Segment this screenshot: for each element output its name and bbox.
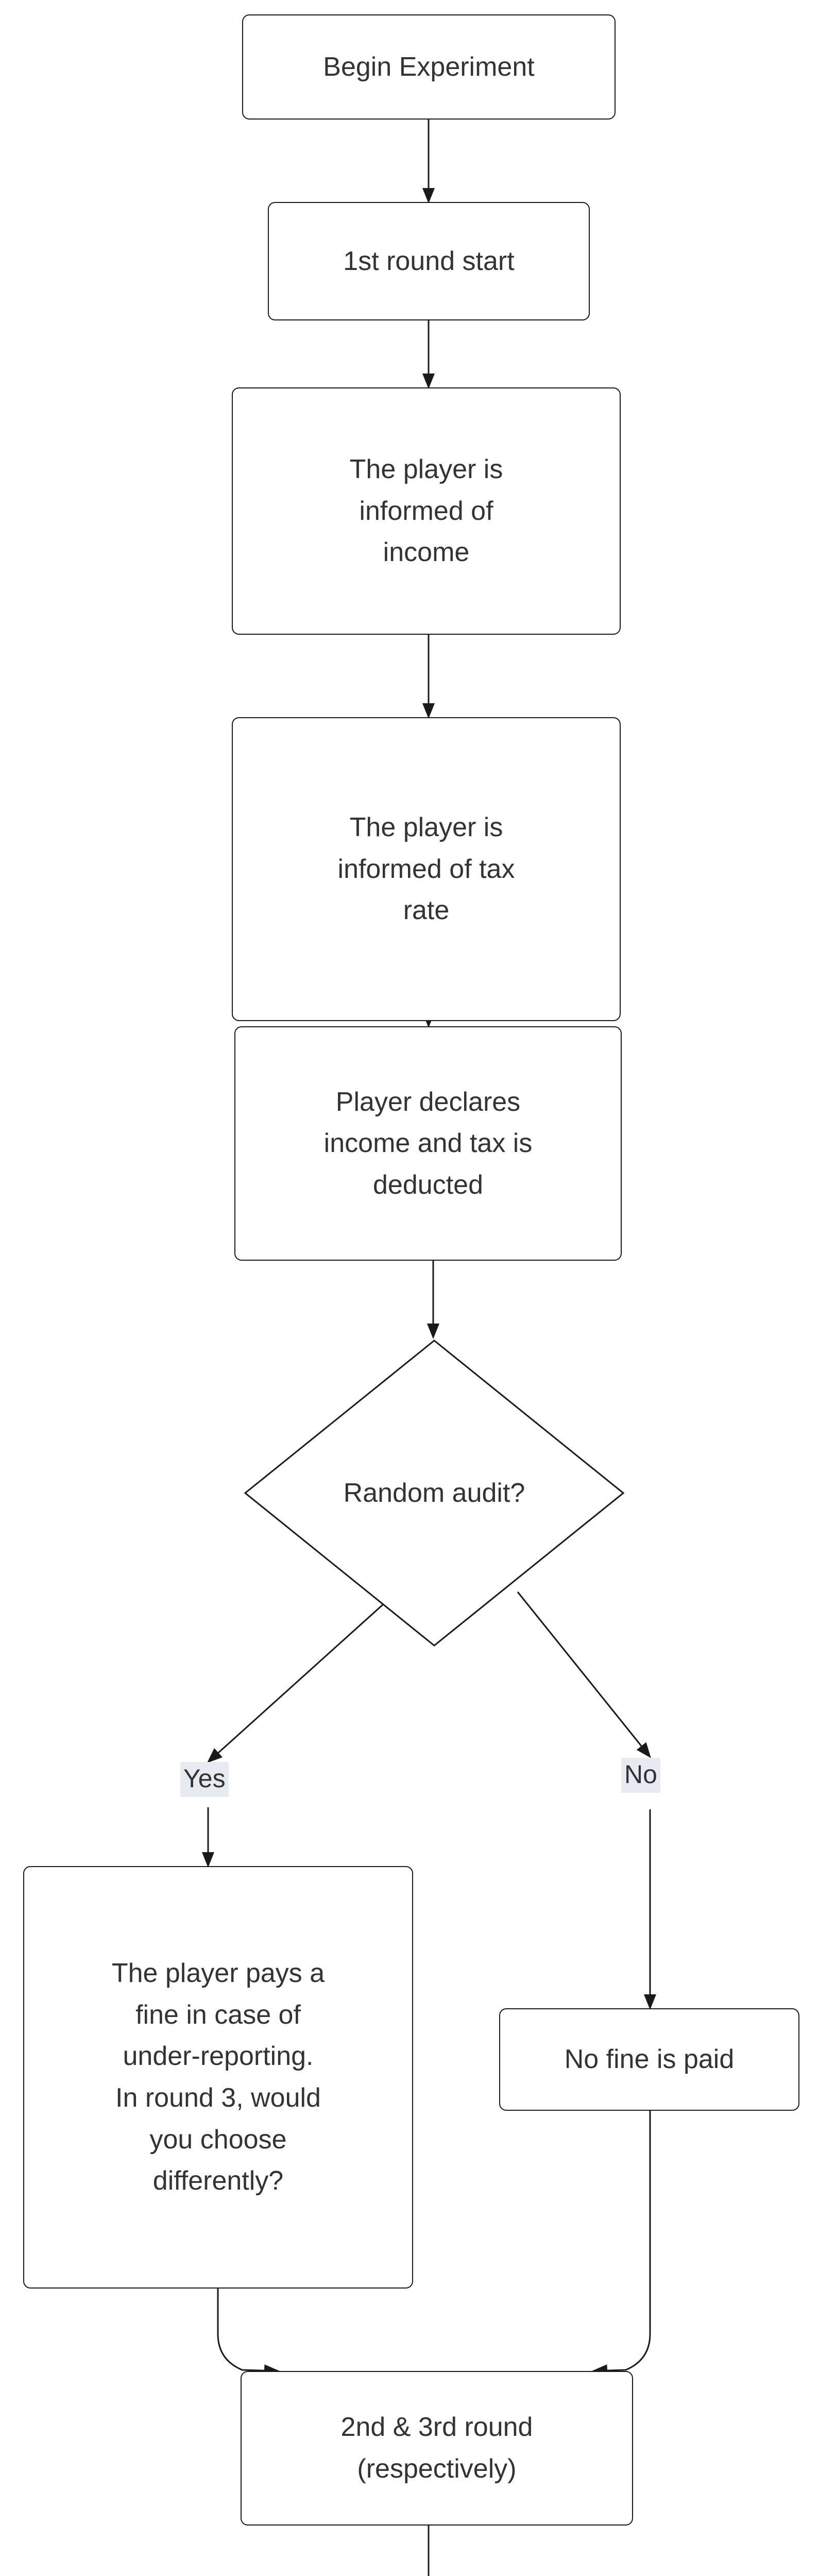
node-player-pays-fine-label: The player pays a fine in case of under-… — [111, 1958, 325, 2196]
node-first-round-start[interactable]: 1st round start — [268, 202, 590, 320]
edge-no-fine-to-rounds23 — [592, 2111, 651, 2377]
edge-label-no: No — [621, 1758, 660, 1793]
node-second-and-third-round-label: 2nd & 3rd round (respectively) — [340, 2412, 533, 2484]
node-begin-experiment[interactable]: Begin Experiment — [242, 14, 616, 120]
diamond-shape — [244, 1340, 624, 1647]
node-no-fine-is-paid-label: No fine is paid — [564, 2044, 735, 2075]
node-informed-of-income-label: The player is informed of income — [349, 454, 503, 568]
node-informed-of-tax-rate[interactable]: The player is informed of tax rate — [232, 717, 621, 1021]
node-random-audit-decision-label: Random audit? — [343, 1478, 525, 1508]
node-begin-experiment-label: Begin Experiment — [323, 52, 535, 82]
node-first-round-start-label: 1st round start — [343, 246, 515, 276]
node-player-declares-income-label: Player declares income and tax is deduct… — [323, 1087, 533, 1200]
node-player-pays-fine[interactable]: The player pays a fine in case of under-… — [23, 1866, 413, 2289]
edge-audit-yes-branch — [207, 1594, 395, 1764]
edge-label-yes-text: Yes — [183, 1764, 226, 1793]
node-second-and-third-round[interactable]: 2nd & 3rd round (respectively) — [241, 2371, 633, 2526]
node-player-declares-income[interactable]: Player declares income and tax is deduct… — [234, 1026, 622, 1261]
edge-fine-to-rounds23 — [217, 2289, 280, 2377]
node-no-fine-is-paid[interactable]: No fine is paid — [499, 2008, 799, 2111]
node-informed-of-income[interactable]: The player is informed of income — [232, 387, 621, 635]
node-informed-of-tax-rate-label: The player is informed of tax rate — [337, 812, 515, 926]
node-random-audit-decision[interactable]: Random audit? — [244, 1340, 624, 1647]
edge-label-no-text: No — [624, 1760, 657, 1789]
edge-audit-no-branch — [517, 1591, 651, 1758]
edge-label-yes: Yes — [180, 1762, 229, 1797]
